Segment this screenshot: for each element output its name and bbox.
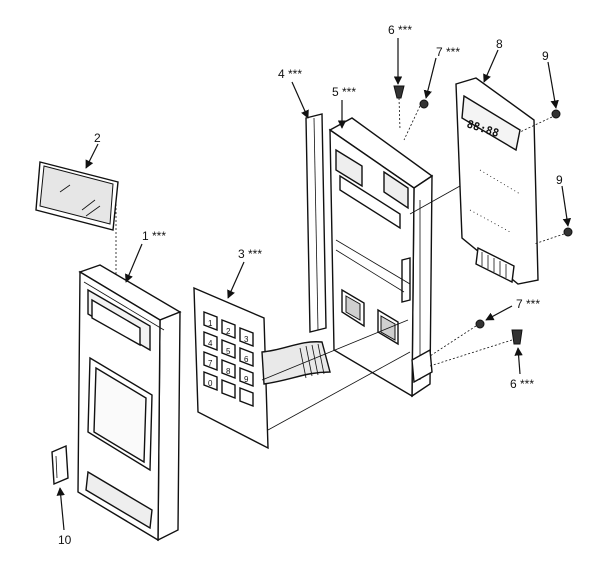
- keypad-key-label: 9: [244, 375, 249, 384]
- keypad-key-label: 1: [208, 319, 213, 328]
- screw-9-mid: [563, 227, 573, 237]
- keypad-key: [203, 350, 218, 372]
- keypad-key-label: 5: [226, 347, 231, 356]
- screw-6-bottom: [511, 329, 523, 345]
- callout-4: 4 ***: [278, 67, 302, 81]
- callout-9-top: 9: [542, 49, 549, 63]
- callout-7-bottom: 7 ***: [516, 297, 540, 311]
- callout-7-top: 7 ***: [436, 45, 460, 59]
- keypad-key: [203, 370, 218, 392]
- screw-9-top: [551, 109, 561, 119]
- callout-5: 5 ***: [332, 85, 356, 99]
- callout-8: 8: [496, 37, 503, 51]
- keypad-key-label: 0: [208, 379, 213, 388]
- part-1-control-panel-frame: [77, 264, 182, 542]
- callout-6-top: 6 ***: [388, 23, 412, 37]
- keypad-key: [239, 346, 254, 368]
- assembly-lines: [261, 97, 565, 431]
- part-3-keypad: 1 2 3 4 5 6 7 8 9 0: [193, 286, 331, 450]
- keypad-keys: 1 2 3 4 5 6 7 8 9 0: [203, 310, 254, 408]
- part-2-window-lens: [35, 161, 119, 298]
- keypad-key: [221, 338, 236, 360]
- keypad-key: [221, 318, 236, 340]
- callout-2: 2: [94, 131, 101, 145]
- keypad-key-label: 2: [226, 327, 231, 336]
- part-10-button: [51, 444, 69, 486]
- keypad-key-label: 7: [208, 359, 213, 368]
- part-5-chassis: [328, 117, 434, 398]
- keypad-key-label: 6: [244, 355, 249, 364]
- keypad-key-label: 4: [208, 339, 213, 348]
- callout-9-mid: 9: [556, 173, 563, 187]
- part-4-strip: [305, 113, 327, 333]
- callout-labels: 1 *** 2 3 *** 4 *** 5 *** 6 *** 7 *** 8 …: [58, 23, 563, 547]
- callout-6-bottom: 6 ***: [510, 377, 534, 391]
- keypad-key: [221, 378, 236, 400]
- part-8-circuit-board: 88:88: [455, 77, 539, 285]
- callout-3: 3 ***: [238, 247, 262, 261]
- keypad-key: [239, 386, 254, 408]
- screw-7-top: [419, 99, 429, 109]
- screw-7-bottom: [475, 319, 485, 329]
- callout-10: 10: [58, 533, 72, 547]
- callout-1: 1 ***: [142, 229, 166, 243]
- keypad-key: [203, 330, 218, 352]
- screw-6-top: [393, 85, 405, 99]
- keypad-key-label: 3: [244, 335, 249, 344]
- keypad-key: [221, 358, 236, 380]
- callout-leaders: [56, 38, 572, 531]
- keypad-key-label: 8: [226, 367, 231, 376]
- keypad-key: [239, 366, 254, 388]
- keypad-key: [203, 310, 218, 332]
- keypad-key: [239, 326, 254, 348]
